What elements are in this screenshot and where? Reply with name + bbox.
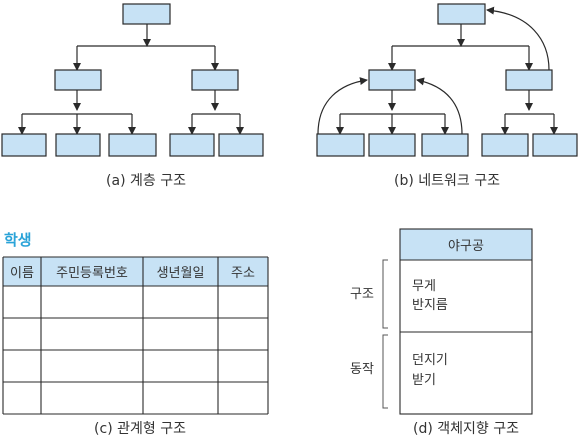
table-column-header: 주소 bbox=[231, 266, 255, 281]
hier-root-node bbox=[122, 3, 171, 25]
net-leaf-node bbox=[532, 133, 578, 157]
hier-mid-node-right bbox=[191, 69, 239, 91]
class-box bbox=[399, 228, 533, 415]
net-leaf-node bbox=[316, 133, 365, 157]
table-column-header: 이름 bbox=[10, 266, 34, 281]
structure-item: 무게 bbox=[412, 279, 436, 294]
hierarchical-diagram: (a) 계층 구조 bbox=[1, 3, 264, 189]
network-diagram: (b) 네트워크 구조 bbox=[316, 3, 578, 189]
behavior-label: 동작 bbox=[350, 362, 374, 377]
net-mid-node-right bbox=[505, 69, 553, 91]
net-leaf-node bbox=[421, 133, 469, 157]
structure-item: 반지름 bbox=[412, 298, 448, 313]
structure-label: 구조 bbox=[350, 287, 374, 302]
net-root-node bbox=[437, 3, 486, 25]
object-diagram: 야구공 무게 반지름 던지기 받기 구조 동작 (d) 객체지향 구조 bbox=[350, 228, 533, 437]
structure-bracket bbox=[382, 259, 388, 329]
net-leaf-node bbox=[481, 133, 529, 157]
class-header bbox=[400, 229, 532, 260]
hier-leaf-node bbox=[108, 133, 157, 157]
net-leaf-node bbox=[368, 133, 416, 157]
table-header-row bbox=[3, 257, 268, 286]
class-name: 야구공 bbox=[448, 239, 484, 254]
table-column-header: 주민등록번호 bbox=[56, 266, 128, 281]
caption-network: (b) 네트워크 구조 bbox=[394, 173, 500, 189]
net-mid-node-left bbox=[368, 69, 416, 91]
behavior-bracket bbox=[382, 334, 388, 409]
table-column-header: 생년월일 bbox=[157, 266, 205, 281]
hier-leaf-node bbox=[55, 133, 101, 157]
hier-leaf-node bbox=[218, 133, 264, 157]
behavior-item: 던지기 bbox=[412, 353, 448, 368]
hier-leaf-node bbox=[169, 133, 215, 157]
hier-mid-node-left bbox=[54, 69, 102, 91]
hier-leaf-node bbox=[1, 133, 47, 157]
table-name: 학생 bbox=[4, 231, 32, 249]
caption-relational: (c) 관계형 구조 bbox=[94, 421, 186, 437]
behavior-item: 받기 bbox=[412, 373, 436, 388]
relational-diagram: 학생 이름 주민등록번호 생년월일 주소 (c) 관계형 구조 bbox=[2, 231, 269, 437]
caption-hierarchical: (a) 계층 구조 bbox=[106, 173, 186, 189]
caption-object: (d) 객체지향 구조 bbox=[413, 421, 519, 437]
